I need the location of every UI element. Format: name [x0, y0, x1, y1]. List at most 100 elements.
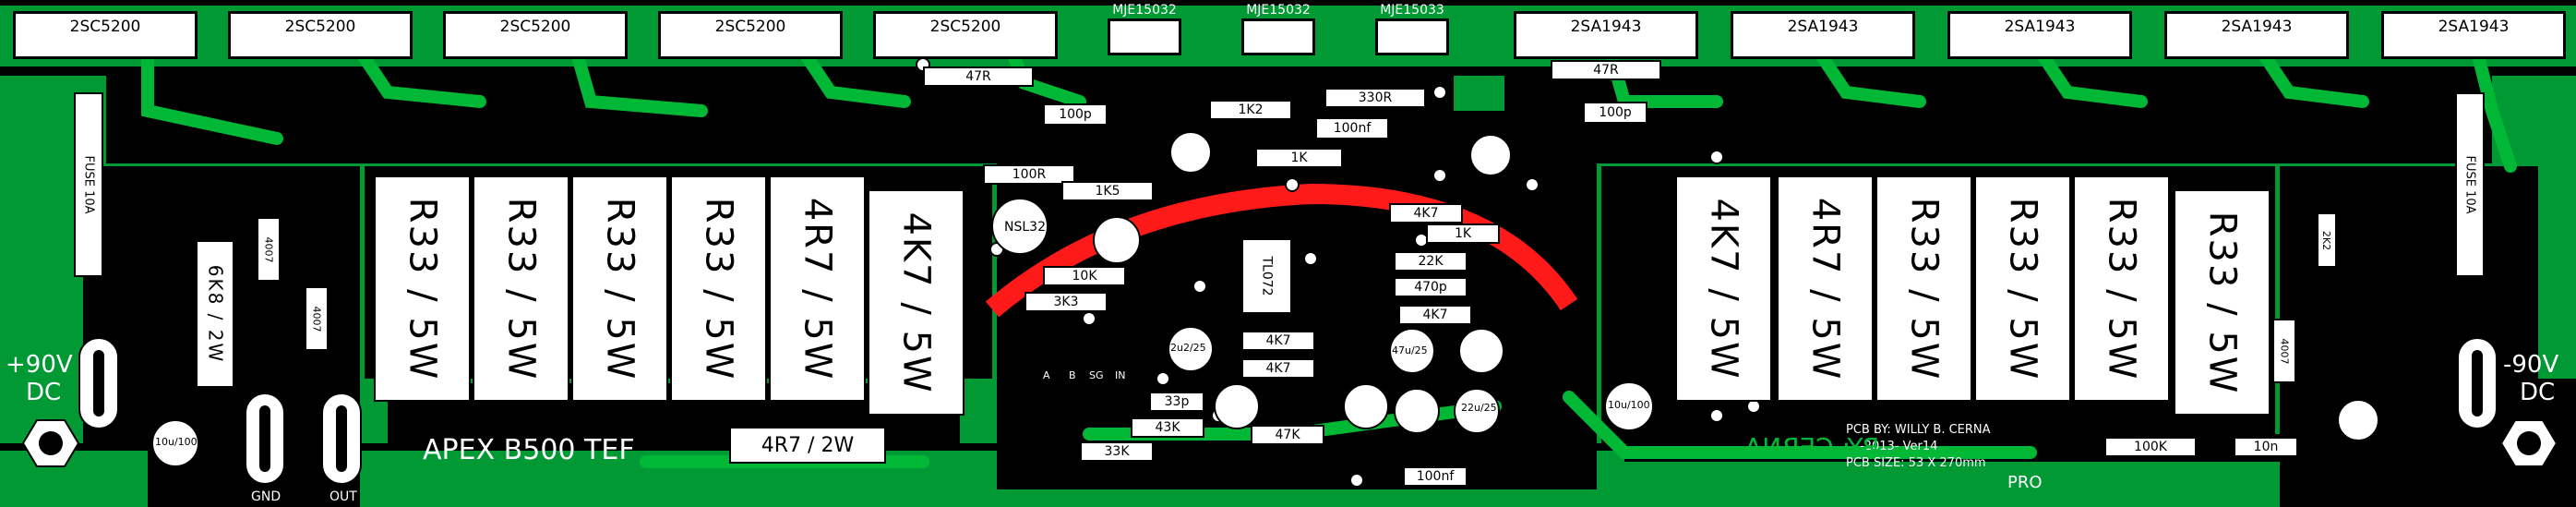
resistor-value: 6K8 / 2W	[204, 264, 226, 364]
npn-transistor-4: 2SC5200	[658, 11, 843, 59]
capacitor-100p-right: 100p	[1583, 102, 1647, 124]
resistor-value: 1K5	[1095, 184, 1120, 199]
power-resistor-left-1: R33 / 5W	[374, 175, 471, 402]
power-resistor-left-2: R33 / 5W	[473, 175, 569, 402]
input-pin-in: IN	[1115, 369, 1126, 381]
driver-label: MJE15032	[1112, 3, 1177, 18]
driver-transistor-2: MJE15032	[1241, 3, 1315, 55]
board-title: APEX B500 TEF	[423, 434, 635, 466]
resistor-value: 4K7	[1265, 361, 1291, 376]
resistor-value: 47R	[965, 69, 991, 84]
resistor-value: 4R7 / 5W	[796, 197, 839, 380]
fuse-label: FUSE 10A	[81, 155, 96, 214]
cap-22u-label: 22u/25	[1461, 402, 1497, 414]
resistor-value: 4R7 / 5W	[1803, 197, 1847, 380]
cap-2u2-label: 2u2/25	[1170, 342, 1206, 354]
resistor-value: R33 / 5W	[2200, 211, 2244, 394]
out-label: OUT	[329, 489, 357, 504]
power-resistor-right-1: 4K7 / 5W	[1675, 175, 1772, 402]
resistor-value: R33 / 5W	[499, 197, 543, 380]
resistor-value: 2K2	[2320, 230, 2333, 250]
capacitor-value: 470p	[1414, 280, 1447, 295]
resistor-value: 100K	[2134, 440, 2167, 454]
pos-dc-label: DC	[26, 379, 62, 406]
capacitor-value: 100p	[1059, 107, 1092, 122]
mirror-credit-text: BY: CERNA	[1744, 432, 1880, 463]
resistor-4k7-d: 4K7	[1241, 358, 1315, 379]
credit-line-3: PCB SIZE: 53 X 270mm	[1846, 456, 1986, 470]
diode-label: 4007	[2278, 338, 2291, 364]
capacitor-100nf-bottom: 100nf	[1403, 466, 1468, 487]
ic-label: TL072	[1259, 256, 1275, 296]
resistor-value: 4K7	[1422, 308, 1448, 322]
terminal-gnd	[245, 392, 285, 485]
capacitor-100p-left: 100p	[1043, 103, 1108, 126]
capacitor-value: 100nf	[1333, 121, 1372, 136]
credit-line-2: -2013- Ver14	[1860, 440, 1938, 453]
resistor-43k: 43K	[1131, 417, 1204, 438]
power-resistor-right-6: R33 / 5W	[2174, 189, 2270, 416]
fuse-label: FUSE 10A	[2462, 155, 2477, 214]
resistor-22k: 22K	[1394, 251, 1468, 272]
capacitor-value: 100p	[1599, 105, 1632, 120]
resistor-value: R33 / 5W	[1902, 197, 1946, 380]
transistor-label: 2SA1943	[1787, 18, 1859, 36]
resistor-value: 3K3	[1053, 295, 1079, 309]
resistor-value: 33K	[1104, 444, 1130, 459]
driver-label: MJE15032	[1246, 3, 1311, 18]
resistor-value: 330R	[1358, 91, 1393, 105]
resistor-value: 47K	[1275, 428, 1300, 442]
input-pin-b: B	[1069, 369, 1076, 381]
fuse-left: FUSE 10A	[74, 92, 103, 277]
resistor-value: 4K7	[1413, 206, 1439, 221]
capacitor-470p: 470p	[1394, 277, 1468, 297]
resistor-value: 10K	[1072, 269, 1097, 284]
neg-voltage-label: -90V	[2503, 351, 2559, 379]
pnp-transistor-3: 2SA1943	[1947, 11, 2132, 59]
resistor-100r: 100R	[983, 164, 1075, 185]
diode-label: 4007	[262, 236, 275, 262]
resistor-value: 1K	[1290, 151, 1308, 165]
resistor-value: 1K	[1454, 226, 1472, 241]
resistor-4k7-a: 4K7	[1389, 203, 1463, 223]
cap-10u-right-label: 10u/100	[1608, 399, 1650, 411]
power-resistor-left-6: 4K7 / 5W	[868, 189, 965, 416]
resistor-4k7-c: 4K7	[1241, 331, 1315, 351]
npn-transistor-1: 2SC5200	[13, 11, 198, 59]
cap-10u-label: 10u/100	[155, 436, 198, 448]
resistor-10k: 10K	[1043, 266, 1126, 286]
power-resistor-left-5: 4R7 / 5W	[769, 175, 866, 402]
resistor-330r: 330R	[1324, 88, 1426, 108]
pnp-transistor-4: 2SA1943	[2164, 11, 2349, 59]
capacitor-100nf-top: 100nf	[1315, 117, 1389, 139]
resistor-1k5: 1K5	[1061, 181, 1154, 201]
driver-transistor-3: MJE15033	[1375, 3, 1449, 55]
gnd-label: GND	[251, 489, 282, 504]
power-resistor-right-2: 4R7 / 5W	[1777, 175, 1874, 402]
input-pin-sg: SG	[1089, 369, 1104, 381]
resistor-value: R33 / 5W	[401, 197, 444, 380]
credit-line-1: PCB BY: WILLY B. CERNA	[1846, 423, 1991, 437]
npn-transistor-5: 2SC5200	[873, 11, 1058, 59]
resistor-4k7-b: 4K7	[1398, 305, 1472, 325]
zobel-resistor: 4R7 / 2W	[729, 427, 886, 464]
resistor-value: 4K7	[1265, 333, 1291, 348]
fuse-right: FUSE 10A	[2455, 92, 2485, 277]
resistor-47r-right: 47R	[1551, 60, 1661, 80]
nsl-label: NSL32	[1004, 220, 1046, 235]
pnp-transistor-5: 2SA1943	[2381, 11, 2566, 59]
resistor-value: 22K	[1418, 254, 1444, 269]
ic-tl072: TL072	[1241, 238, 1292, 314]
transistor-label: 2SA1943	[1570, 18, 1642, 36]
power-resistor-right-4: R33 / 5W	[1974, 175, 2071, 402]
resistor-value: 47R	[1593, 63, 1619, 78]
resistor-100k-bottom: 100K	[2104, 437, 2197, 457]
diode-4007-a: 4007	[257, 217, 281, 282]
resistor-value: 1K2	[1238, 103, 1264, 117]
pro-label: PRO	[2007, 473, 2043, 492]
capacitor-value: 100nf	[1416, 469, 1455, 484]
capacitor-value: 33p	[1164, 394, 1190, 409]
driver-label: MJE15033	[1380, 3, 1444, 18]
terminal-pos-90v	[78, 337, 119, 429]
